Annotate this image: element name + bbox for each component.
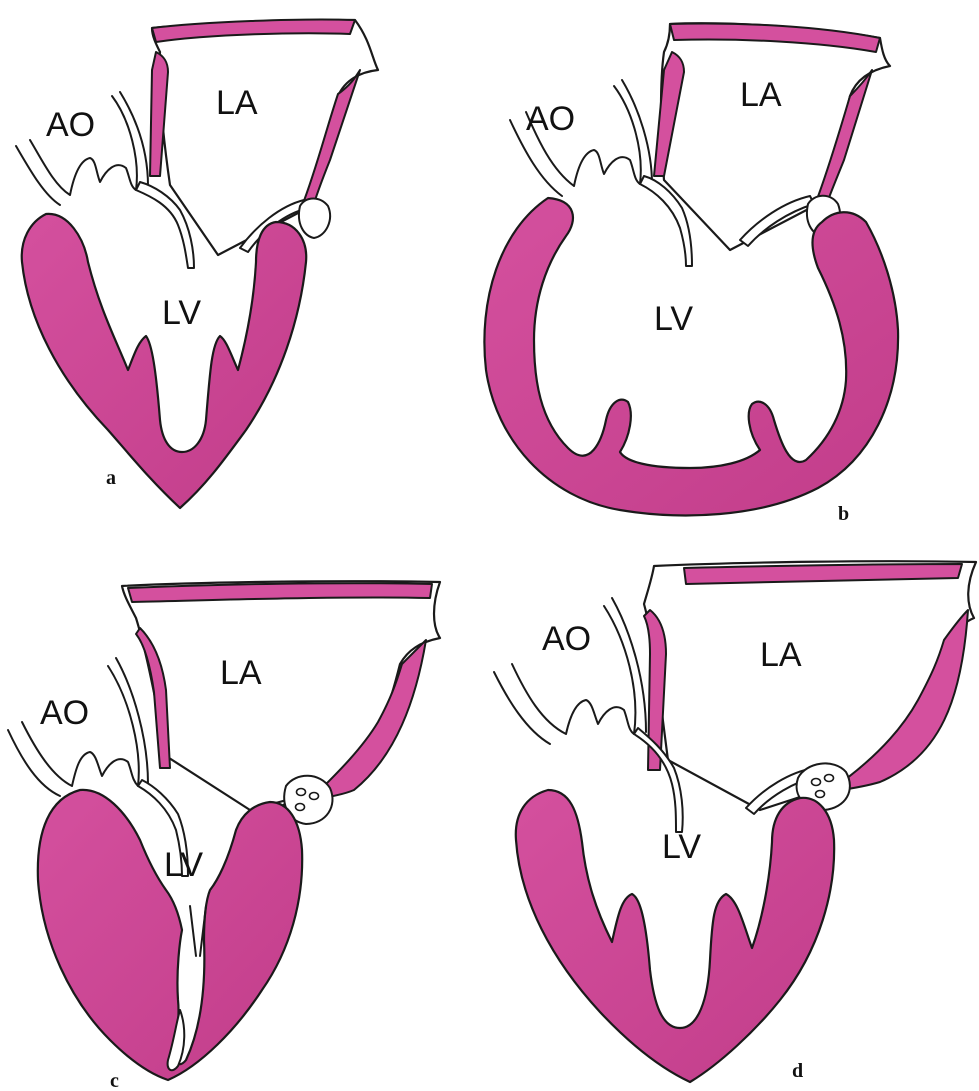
label-ao-d: AO (542, 620, 591, 658)
lv-myocardium-c (38, 790, 302, 1080)
label-lv-a: LV (162, 294, 201, 332)
panel-label-b: b (838, 503, 849, 525)
lv-myocardium-a (22, 214, 306, 508)
panel-c: AO LA LV c (8, 581, 440, 1091)
panel-a: AO LA LV a (16, 19, 378, 508)
label-ao-b: AO (526, 100, 575, 138)
label-ao-a: AO (46, 106, 95, 144)
panel-label-a: a (106, 467, 116, 489)
left-atrium-a (152, 20, 378, 255)
panel-d: AO LA LV d (494, 561, 976, 1082)
label-lv-b: LV (654, 300, 693, 338)
annulus-dot-d2 (825, 775, 834, 782)
annulus-dot-d1 (812, 779, 821, 786)
label-lv-d: LV (662, 828, 701, 866)
panel-b: AO LA LV b (484, 23, 898, 525)
label-la-b: LA (740, 76, 782, 114)
panel-label-c: c (110, 1070, 119, 1091)
label-la-a: LA (216, 84, 258, 122)
label-ao-c: AO (40, 694, 89, 732)
annulus-dot-c1 (297, 789, 306, 796)
annulus-dot-d3 (816, 791, 825, 798)
mitral-annulus-a (299, 199, 330, 239)
label-la-c: LA (220, 654, 262, 692)
label-lv-c: LV (164, 846, 203, 884)
label-la-d: LA (760, 636, 802, 674)
aorta-outline-b (510, 80, 652, 196)
panel-label-d: d (792, 1060, 803, 1082)
annulus-dot-c2 (310, 793, 319, 800)
annulus-dot-c3 (296, 804, 305, 811)
